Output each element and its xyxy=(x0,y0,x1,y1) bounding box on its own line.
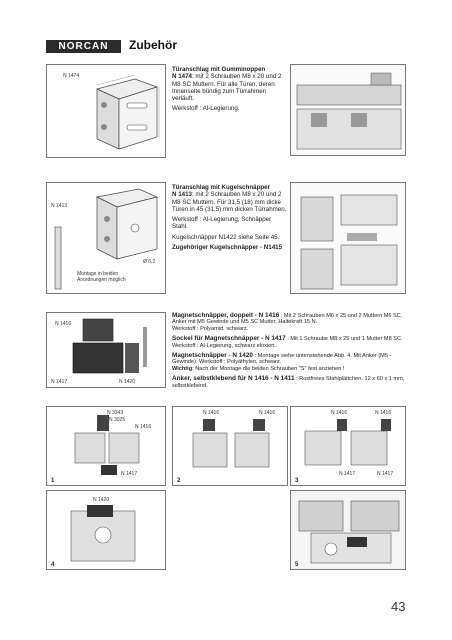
product-title: Türanschlag mit Kugelschnäpper xyxy=(172,184,270,191)
profile-photo-illustration xyxy=(298,500,400,564)
profile-section-drawing xyxy=(70,505,136,562)
mounting-note: Montage in beiden Anordnungen möglich xyxy=(77,271,126,283)
figure-label: N 1416 xyxy=(203,410,220,416)
magnetic-catch-drawing xyxy=(72,318,147,374)
material-text: Werkstoff : Al-Legierung, Schnäpper Stah… xyxy=(172,216,272,231)
profile-section-drawing xyxy=(74,415,140,475)
related-product-text: Zugehöriger Kugelschnäpper - N1415 xyxy=(172,244,283,252)
page-number: 43 xyxy=(391,599,406,614)
figure-label: N 3025 xyxy=(109,417,126,423)
figure-label: N 1417 xyxy=(121,471,138,477)
product-title: Magnetschnäpper - N 1420 xyxy=(172,352,253,360)
warning-label: Wichtig xyxy=(172,365,193,372)
drawing-label: N 1417 xyxy=(51,379,68,385)
figure-4: N 1420 4 xyxy=(46,490,166,570)
brand-logo: NORCAN xyxy=(46,40,121,53)
material-text: Werkstoff : Al-Legierung. xyxy=(172,105,240,113)
figure-number: 5 xyxy=(295,562,299,568)
drawing-n1474: N 1474 xyxy=(46,64,166,158)
drawing-label: N 1474 xyxy=(63,73,80,79)
product-title: Sockel für Magnetschnäpper - N 1417 xyxy=(172,335,286,343)
figure-label: N 3343 xyxy=(107,410,124,416)
product-title: Magnetschnäpper, doppelt - N 1416 xyxy=(172,312,280,319)
figure-label: N 1417 xyxy=(377,471,394,477)
dimension-label: Ø 6,2 xyxy=(143,259,156,265)
drawing-label: N 1413 xyxy=(51,203,68,209)
door-stop-drawing xyxy=(95,74,160,150)
figure-2: N 1416 N 1416 2 xyxy=(172,406,288,486)
profile-illustration xyxy=(300,194,398,290)
product-text-n1474: Türanschlag mit Gumminoppen N 1474: mit … xyxy=(172,66,288,116)
product-title: Anker, selbstklebend für N 1416 - N 1411 xyxy=(172,375,295,383)
figure-label: N 1420 xyxy=(93,497,110,503)
figure-label: N 1416 xyxy=(135,424,152,430)
drawing-label: N 1420 xyxy=(119,379,136,385)
section-title: Zubehör xyxy=(129,38,177,52)
spare-part-text: Kugelschnäpper N1422 siehe Seite 45. xyxy=(172,233,280,241)
figure-label: N 1416 xyxy=(375,410,392,416)
figure-label: N 1416 xyxy=(259,410,276,416)
figure-label: N 1416 xyxy=(331,410,348,416)
figure-number: 3 xyxy=(295,478,299,484)
figure-5: 5 xyxy=(290,490,406,570)
profile-section-drawing xyxy=(304,419,391,466)
profile-photo-1 xyxy=(290,64,406,156)
figure-number: 1 xyxy=(51,478,55,484)
product-title: Türanschlag mit Gumminoppen xyxy=(172,66,266,73)
figure-1: N 3343 N 3025 N 1416 N 1417 1 xyxy=(46,406,166,486)
profile-illustration xyxy=(296,72,402,150)
figure-label: N 1417 xyxy=(339,471,356,477)
product-text-magnets: Magnetschnäpper, doppelt - N 1416 : Mit … xyxy=(172,312,405,389)
figure-number: 4 xyxy=(51,562,55,568)
profile-section-drawing xyxy=(192,419,270,468)
profile-photo-2 xyxy=(290,182,406,294)
drawing-n1413: N 1413 Ø 6,2 Montage in beiden Anordnung… xyxy=(46,182,166,294)
drawing-n1416: N 1416 N 1417 N 1420 xyxy=(46,312,166,388)
product-text-n1413: Türanschlag mit Kugelschnäpper N 1413: m… xyxy=(172,184,287,252)
figure-3: N 1416 N 1416 N 1417 N 1417 3 xyxy=(290,406,406,486)
figure-number: 2 xyxy=(177,478,181,484)
ball-catch-stop-drawing xyxy=(54,188,159,290)
drawing-label: N 1416 xyxy=(55,321,72,327)
